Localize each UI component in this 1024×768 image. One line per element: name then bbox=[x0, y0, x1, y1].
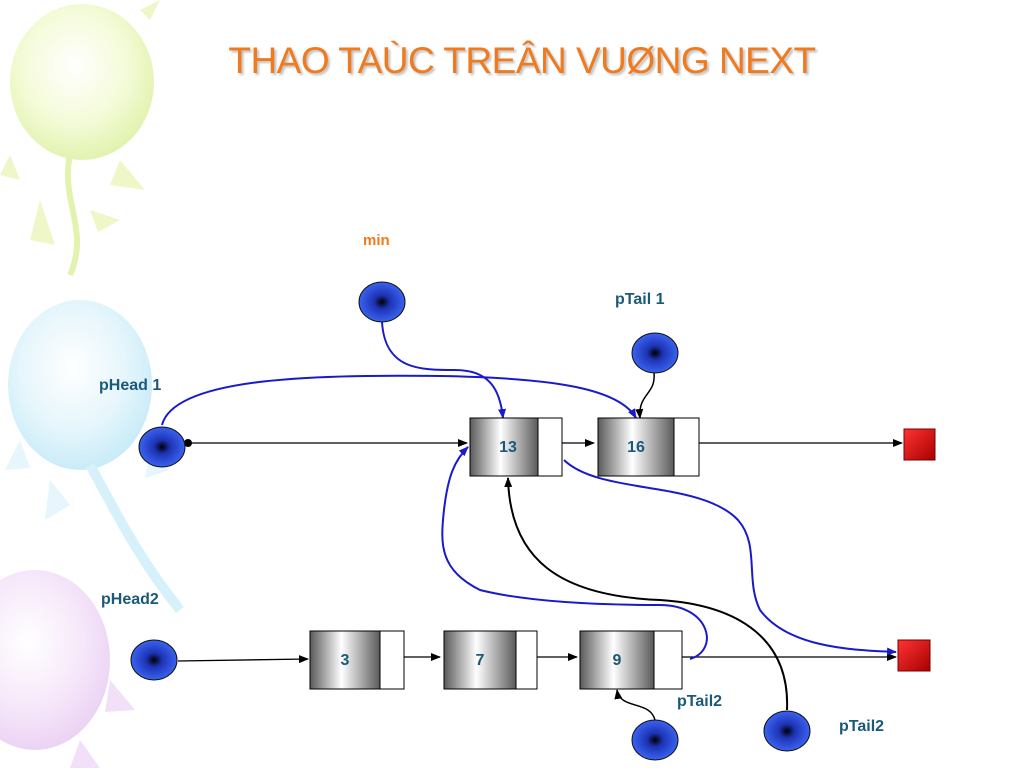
ptail1-pointer bbox=[631, 332, 679, 374]
list1-node-13: 13 bbox=[469, 417, 563, 477]
ptail2b-pointer bbox=[763, 710, 811, 752]
label-ptail2-second: pTail2 bbox=[839, 718, 885, 735]
min-to-node13-link bbox=[381, 321, 507, 419]
balloon-pink bbox=[0, 570, 135, 768]
label-ptail1: pTail 1 bbox=[615, 291, 665, 308]
list1-node-16: 16 bbox=[597, 417, 700, 477]
label-ptail2: pTail2 bbox=[677, 693, 723, 710]
node-value: 7 bbox=[476, 652, 485, 669]
ptail1-to-node16-arrow bbox=[635, 372, 655, 419]
ptail2-to-node9-arrow bbox=[614, 689, 656, 721]
ptail2b-to-node13-arrow bbox=[504, 477, 789, 711]
node-value: 3 bbox=[341, 652, 350, 669]
label-min: min bbox=[363, 232, 390, 249]
label-phead2: pHead2 bbox=[101, 591, 159, 608]
list2-node-9: 9 bbox=[579, 630, 683, 690]
ptail2-pointer bbox=[631, 719, 679, 761]
node13-next-to-null2-link bbox=[563, 459, 897, 656]
node-value: 9 bbox=[613, 652, 622, 669]
phead1-pointer bbox=[138, 426, 186, 468]
min-pointer bbox=[358, 281, 406, 323]
phead2-pointer bbox=[130, 639, 178, 681]
slide-title: THAO TAÙC TREÂN VUØNG NEXT bbox=[228, 40, 816, 81]
label-phead1: pHead 1 bbox=[99, 377, 162, 394]
list2-node-7: 7 bbox=[443, 630, 538, 690]
node-value: 16 bbox=[627, 439, 645, 456]
phead1-to-node16-link bbox=[161, 374, 637, 426]
balloon-blue bbox=[5, 300, 184, 614]
list2-node-3: 3 bbox=[309, 630, 405, 690]
phead2-to-node3-arrow bbox=[177, 655, 309, 664]
null-marker-list1 bbox=[903, 428, 936, 461]
node-value: 13 bbox=[499, 439, 517, 456]
balloon-yellow bbox=[0, 0, 160, 277]
null-marker-list2 bbox=[897, 639, 931, 672]
node9-next-to-node13-link bbox=[441, 446, 708, 660]
